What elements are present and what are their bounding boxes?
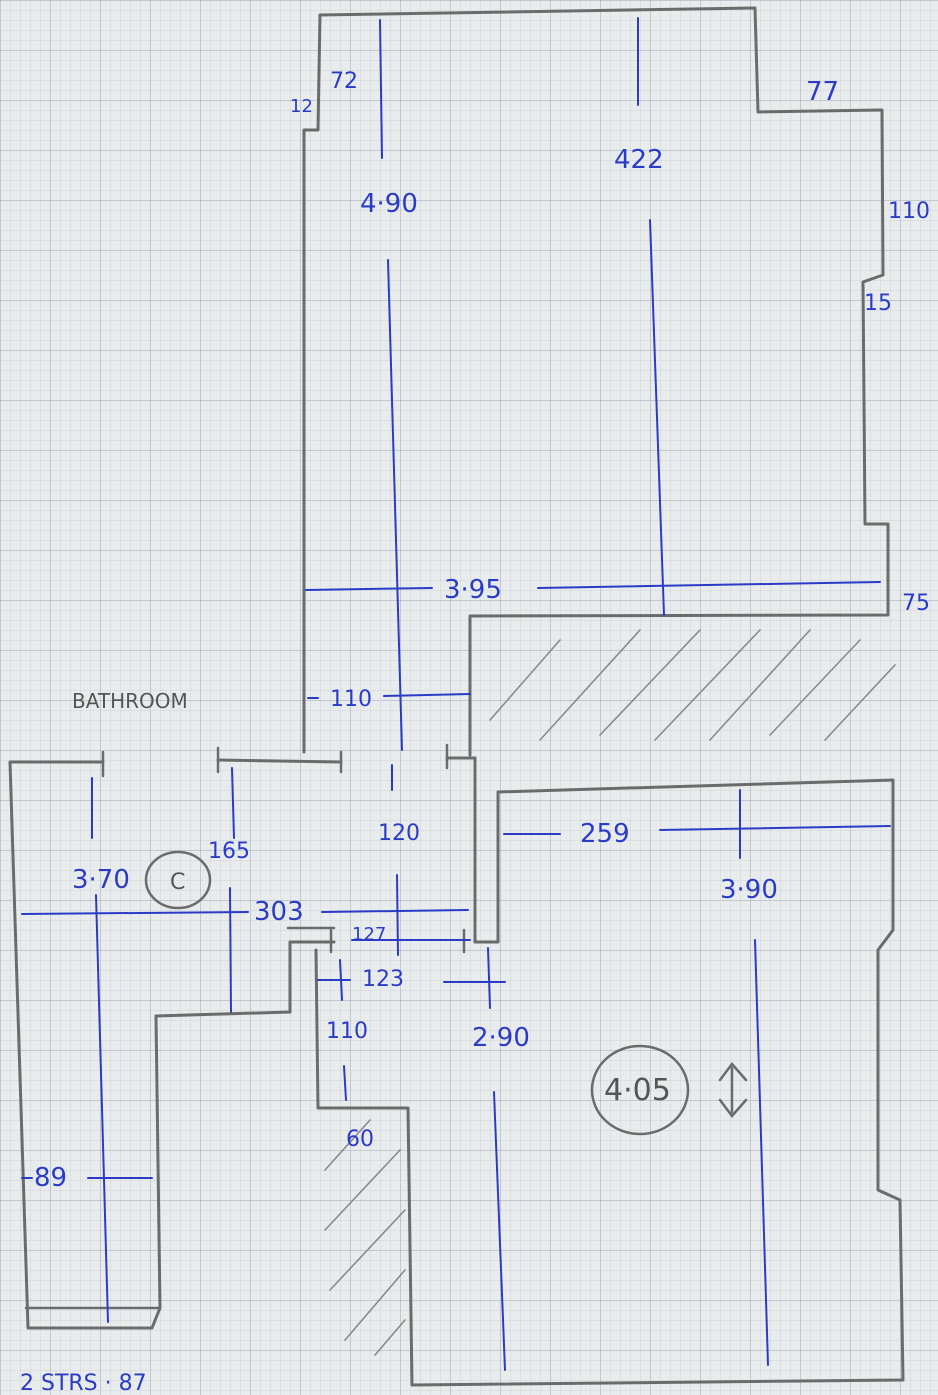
dim-label-390: 3·90 [720, 875, 778, 905]
double-arrow-icon [718, 1062, 748, 1118]
hall-upper-wall [216, 758, 343, 764]
marker-c: C [144, 850, 212, 910]
dim-label-127: 127 [352, 924, 386, 945]
dim-line-259-right [659, 825, 891, 831]
dim-line-490-top [379, 19, 383, 159]
dim-label-60: 60 [346, 1127, 374, 1152]
dim-label-110b: 110 [326, 1019, 368, 1044]
dim-line-123-vert2 [487, 947, 491, 1009]
dim-line-110-right [383, 693, 471, 697]
hall-inner-wall [314, 756, 905, 1387]
dim-label-490: 4·90 [360, 189, 418, 219]
dim-label-120: 120 [378, 821, 420, 846]
dim-line-303-left [21, 911, 249, 915]
dim-line-395-left [305, 587, 433, 591]
labels: BATHROOM 2 STRS · 87 12 72 4·90 422 77 1… [20, 69, 930, 1395]
dim-label-395: 3·95 [444, 575, 502, 605]
walls [8, 6, 905, 1387]
dim-label-303: 303 [254, 897, 304, 927]
dim-label-165: 165 [208, 839, 250, 864]
dim-label-15: 15 [864, 291, 892, 316]
ceiling-height-label: 4·05 [604, 1073, 671, 1108]
dimension-lines [21, 17, 891, 1371]
dim-line-123-vert1 [339, 959, 343, 1001]
dim-label-290: 2·90 [472, 1023, 530, 1053]
dim-label-72: 72 [330, 69, 358, 94]
marker-ceiling-height: 4·05 [590, 1044, 748, 1136]
dim-line-303-drop [229, 887, 232, 1013]
dim-label-12: 12 [290, 96, 313, 117]
dim-label-89: 89 [34, 1163, 67, 1193]
dim-line-120-bottom [396, 874, 399, 956]
kitchen-walls [8, 760, 336, 1330]
hatch-lower [324, 1119, 406, 1356]
upper-room-walls [302, 6, 890, 757]
dim-label-110-hall: 110 [330, 687, 372, 712]
dim-line-390-bottom [754, 939, 769, 1366]
dim-label-422: 422 [614, 145, 664, 175]
dim-line-165 [231, 767, 235, 839]
c-circle [144, 850, 212, 910]
dim-line-422-bottom [649, 219, 665, 616]
dim-line-370-bottom [95, 894, 109, 1323]
dim-label-110-right: 110 [888, 199, 930, 224]
dim-label-259: 259 [580, 819, 630, 849]
dim-line-290 [493, 1091, 506, 1371]
dim-label-370: 3·70 [72, 865, 130, 895]
dim-line-303-right [321, 909, 469, 913]
dim-line-110b [343, 1065, 347, 1101]
hatch-upper [489, 629, 896, 741]
dim-label-75: 75 [902, 591, 930, 616]
dim-line-395-right [537, 581, 881, 589]
dim-label-123: 123 [362, 967, 404, 992]
dim-label-77: 77 [806, 77, 839, 107]
room-label-bathroom: BATHROOM [72, 689, 188, 713]
dim-line-490-bottom [387, 259, 403, 751]
room-label-stairs: 2 STRS · 87 [20, 1371, 147, 1395]
ceiling-circle [590, 1044, 690, 1136]
c-label: C [170, 870, 185, 895]
